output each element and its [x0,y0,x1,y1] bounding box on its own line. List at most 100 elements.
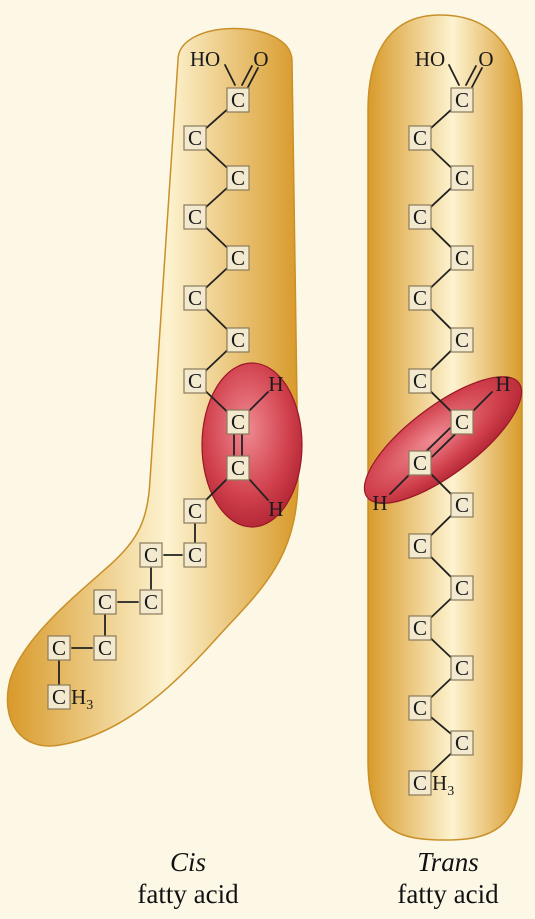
c-o-bond [471,67,483,88]
carbon-atom: C [47,635,71,661]
carbon-box [183,125,207,151]
chain-bond [203,107,230,131]
carbon-box [450,655,474,681]
carbon-box [47,684,71,710]
chain-bond [203,389,230,414]
carbon-box [226,87,250,113]
chain-bond [428,266,454,290]
carbon-box [408,204,432,230]
carbon-label: C [413,126,427,150]
carbon-label: C [188,369,202,393]
double-bond [425,427,451,452]
carbon-label: C [52,636,66,660]
carbon-box [226,409,250,435]
chain-bond [428,146,454,170]
cis-double-bond-region [201,362,303,528]
carbon-box [226,165,250,191]
carbon-label: C [231,88,245,112]
c-o-bond [241,65,253,86]
carbon-box [450,87,474,113]
chain-bond [428,513,454,538]
carbon-atom: C [408,285,432,311]
c-o-bond [465,65,477,86]
chain-bond [428,751,454,775]
carbon-box [450,492,474,518]
carbon-atom: C [139,542,163,568]
carbon-box [93,635,117,661]
carbon-box [408,285,432,311]
carbon-box [408,533,432,559]
c-o-bond [247,67,259,88]
carbon-atom: C [226,245,250,271]
carbon-box [450,730,474,756]
carbon-box [450,575,474,601]
trans-caption-subtitle: fatty acid [397,879,499,909]
carbon-box [408,450,432,476]
carbon-atom: C [450,730,474,756]
trans-double-bond-region [363,376,523,504]
chain-bond [428,107,454,131]
chain-bond [203,476,230,503]
cis-caption-subtitle: fatty acid [137,879,239,909]
hydroxyl-label: HO [190,47,220,71]
carbon-label: C [231,166,245,190]
carbon-label: C [455,731,469,755]
carbon-box [450,409,474,435]
carbon-label: C [413,369,427,393]
carbon-box [226,327,250,353]
chain-bond [429,715,453,736]
carbon-label: C [413,205,427,229]
carbon-box [139,589,163,615]
hydrogen-label: H [372,491,387,515]
carbon-label: C [455,410,469,434]
carbon-box [226,455,250,481]
carbon-label: C [188,499,202,523]
carbon-box [139,542,163,568]
chain-bond [428,348,454,373]
carbon-atom: C [408,533,432,559]
carbon-atom: C [450,327,474,353]
c-h-bond [473,391,493,411]
carbon-box [450,165,474,191]
carbon-atom: C [183,498,207,524]
carbon-box [183,285,207,311]
carbon-label: C [231,246,245,270]
chain-bond [428,676,454,700]
carbon-box [183,542,207,568]
carbon-atom: C [183,125,207,151]
carbon-atom: C [450,165,474,191]
carbon-box [408,125,432,151]
carbon-label: C [455,246,469,270]
chain-bond [203,348,230,373]
carbon-box [450,245,474,271]
chain-bond [203,225,230,250]
carbon-atom: C [226,87,250,113]
carbon-atom: C [183,542,207,568]
carbon-atom: C [183,368,207,394]
chain-bond [428,596,454,620]
chain-bond [203,306,230,332]
carbon-atom: C [450,87,474,113]
carbon-atom: C [450,575,474,601]
trans-caption-title: Trans [417,847,479,877]
hydrogen-label: H [268,372,283,396]
carbon-atom: C [450,655,474,681]
carbon-atom: C [226,455,250,481]
chain-bond [428,306,454,332]
trans-bonds [389,64,493,775]
carbon-label: C [231,410,245,434]
carbon-label: C [231,328,245,352]
carbon-label: C [231,456,245,480]
carbon-atom: C [139,589,163,615]
trans-caption: Trans fatty acid [368,846,528,910]
carbon-atom: C [408,695,432,721]
carbon-label: C [144,543,158,567]
carbon-label: C [188,543,202,567]
carbon-label: C [413,286,427,310]
carbon-label: C [413,696,427,720]
